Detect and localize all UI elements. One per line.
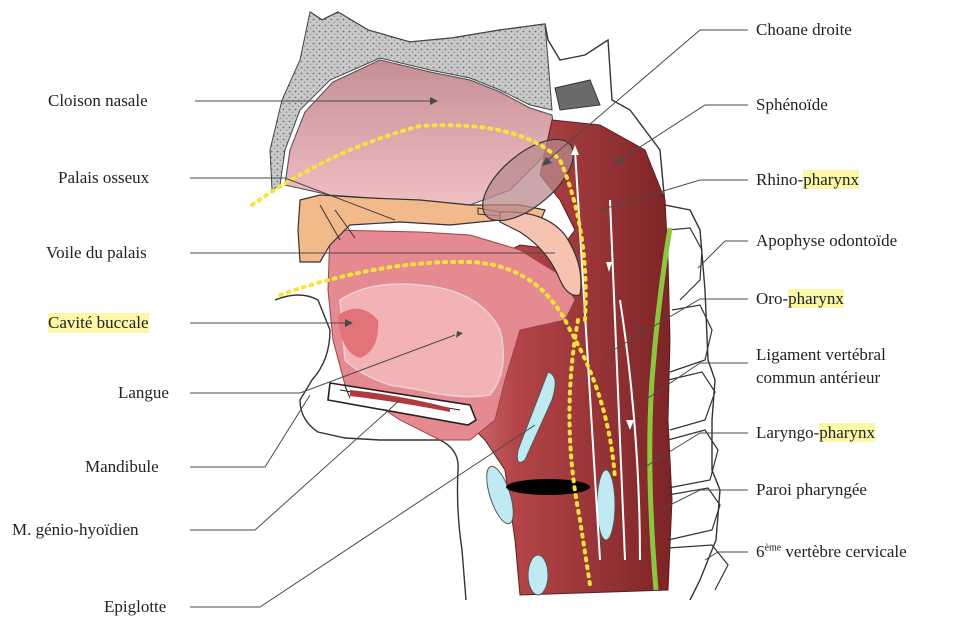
label-voile-du-palais: Voile du palais [46,243,147,263]
label-apophyse-odontoide: Apophyse odontoïde [756,231,897,251]
label-paroi-pharyngee: Paroi pharyngée [756,480,867,500]
sphenoid-sinus [555,80,600,110]
label-cavite-buccale: Cavité buccale [48,313,149,333]
cartilage-c [597,470,615,540]
label-rhino-pharynx: Rhino-pharynx [756,170,859,190]
label-palais-osseux: Palais osseux [58,168,149,188]
label-langue: Langue [118,383,169,403]
rhino-prefix: Rhino- [756,170,803,189]
vertebrae [668,228,728,590]
vertebre-number: 6 [756,542,765,561]
label-laryngo-pharynx: Laryngo-pharynx [756,423,875,443]
laryngo-pharynx-highlight: pharynx [819,423,875,442]
label-epiglotte: Epiglotte [104,597,166,617]
label-6eme-vertebre: 6ème vertèbre cervicale [756,542,907,562]
label-oro-pharynx: Oro-pharynx [756,289,844,309]
label-cloison-nasale: Cloison nasale [48,91,148,111]
oro-prefix: Oro- [756,289,788,308]
rhino-pharynx-highlight: pharynx [803,170,859,189]
larynx-opening [506,479,590,495]
label-genio-hyoidien: M. génio-hyoïdien [12,520,139,540]
cartilage-b [528,555,548,595]
label-mandibule: Mandibule [85,457,159,477]
vertebre-superscript: ème [765,542,782,553]
vertebre-text: vertèbre cervicale [781,542,907,561]
oro-pharynx-highlight: pharynx [788,289,844,308]
label-ligament-line1: Ligament vertébral [756,345,886,365]
label-ligament-line2: commun antérieur [756,368,880,388]
label-sphenoide: Sphénoïde [756,95,828,115]
label-choane-droite: Choane droite [756,20,852,40]
laryngo-prefix: Laryngo- [756,423,819,442]
